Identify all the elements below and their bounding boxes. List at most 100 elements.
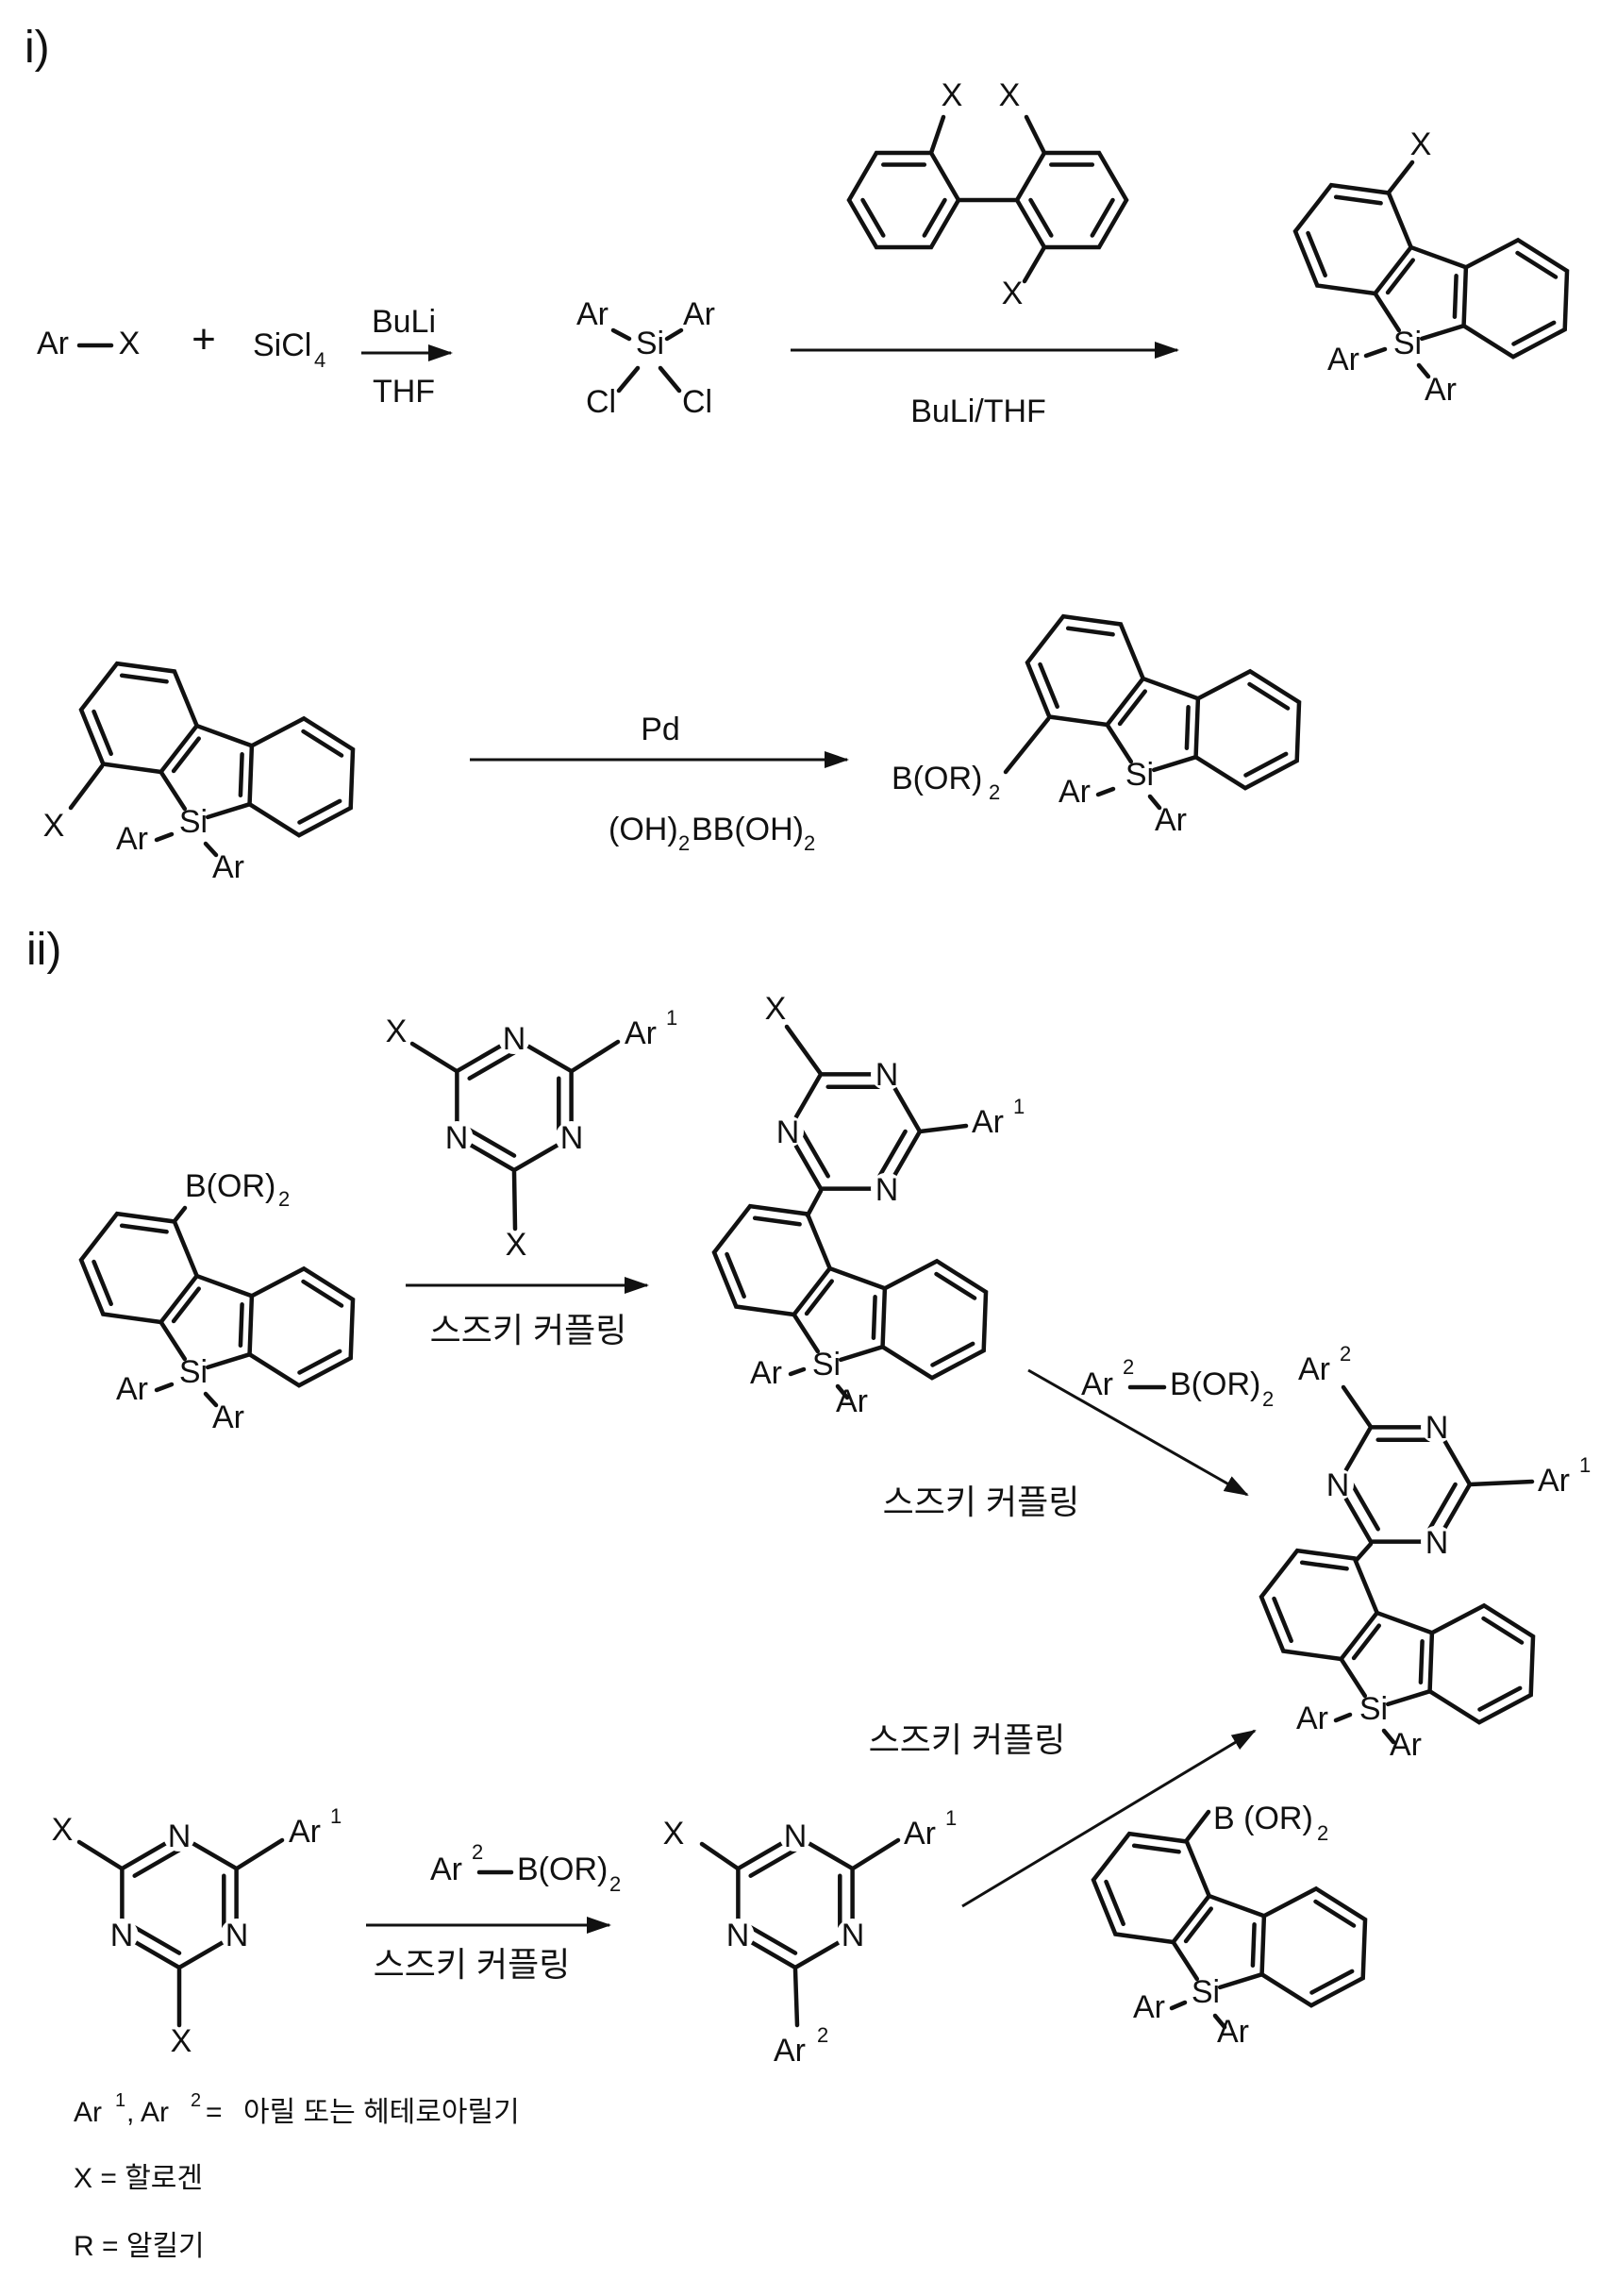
atom-ar: Ar [212,1399,244,1435]
suzuki-label: 스즈키 커플링 [883,1483,1080,1521]
bond [203,1391,219,1408]
boronate-label: B(OR) [185,1168,275,1204]
atom-ar: Ar [37,326,69,361]
atom-n: N [784,1818,808,1854]
bond [610,327,684,394]
atom-cl: Cl [682,384,712,420]
suzuki-label: 스즈키 커플링 [869,1720,1066,1759]
atom-n: N [875,1172,899,1208]
boronate-sub: 2 [1262,1387,1274,1411]
reaction-arrow-suzuki-1: 스즈키 커플링 [406,1277,649,1349]
dibenzosilole-skeleton [1074,1816,1386,2032]
bond [805,1188,824,1218]
arrow-line [1027,1368,1249,1497]
bond [1341,1384,1374,1430]
substituent-ar1-sup: 1 [1013,1095,1025,1118]
substituent-ar1-sup: 1 [945,1806,957,1830]
benzene-ring [846,150,961,250]
atom-x: X [663,1816,685,1852]
reaction-arrow-cyclization: BuLi/THF [791,342,1179,429]
dibenzosilole-boronate-product: B(OR) 2 Ar Si Ar [892,598,1320,838]
atom-n: N [560,1120,584,1156]
bond [1184,1809,1211,1843]
atom-x: X [1002,276,1024,311]
atom-si: Si [1359,1691,1388,1727]
aryl-halide: Ar X [37,326,140,361]
legend-line1-value: 아릴 또는 헤테로아릴기 [243,2097,520,2128]
bond [1333,1712,1353,1723]
atom-ar: Ar [1327,342,1359,377]
atom-x: X [52,1812,74,1848]
atom-n: N [842,1918,865,1953]
bond [928,114,1047,284]
dibenzosilole-x-reactant: X Ar Si Ar [43,645,375,885]
atom-n: N [726,1918,750,1953]
triazine-silole-intermediate: X Ar 1 N N N Ar Si Ar [694,991,1025,1419]
atom-x: X [942,77,963,113]
boronate-ar2-sup: 2 [472,1840,483,1864]
substituent-ar2: Ar [1298,1351,1330,1387]
dibenzosilole-skeleton [1275,167,1588,383]
substituent-ar2-sup: 2 [1340,1342,1351,1366]
legend-line2: X = 할로겐 [74,2163,203,2194]
bond [68,763,105,811]
reaction-arrow-suzuki-3: Ar 2 B(OR) 2 스즈키 커플링 [366,1840,621,1984]
silicon-tetrachloride: SiCl 4 [253,327,325,372]
atom-ar: Ar [1155,802,1187,838]
bond [1212,2013,1227,2030]
atom-x: X [386,1014,408,1049]
suzuki-label: 스즈키 커플링 [374,1945,571,1984]
substituent-ar1-sup: 1 [1579,1453,1591,1477]
section-i-label: i) [25,23,50,73]
condition-below: BuLi/THF [910,394,1046,429]
atom-ar: Ar [683,296,715,332]
bond [1363,346,1388,359]
reaction-arrow-suzuki-4: 스즈키 커플링 [869,1720,1257,1908]
atom-n: N [1425,1525,1449,1561]
substituent-ar1-sup: 1 [666,1006,677,1030]
boronate-label: B(OR) [1170,1366,1260,1402]
atom-n: N [776,1114,800,1150]
atom-si: Si [1393,326,1422,361]
boronate-sub: 2 [1317,1821,1328,1845]
atom-n: N [110,1918,134,1953]
legend-ar: Ar [74,2097,102,2128]
atom-n: N [1425,1410,1449,1446]
boronate-sub: 2 [609,1872,621,1896]
formula-sicl: SiCl [253,327,311,363]
bond [1003,716,1051,775]
bond [850,1837,901,1871]
boronate-ar2: Ar [430,1852,462,1887]
double-bond [860,162,947,238]
boronate-ar2-sup: 2 [1123,1355,1134,1379]
legend-equals: = [206,2097,223,2128]
plus-sign: + [192,316,216,362]
atom-si: Si [812,1347,841,1383]
atom-n: N [445,1120,469,1156]
substituent-ar1-sup: 1 [330,1804,342,1828]
atom-x: X [119,326,141,361]
condition-below: (OH) [608,812,678,847]
atom-x: X [43,808,65,844]
bond [203,841,219,858]
atom-cl: Cl [586,384,616,420]
atom-ar: Ar [1059,774,1091,810]
atom-ar: Ar [750,1355,782,1391]
condition-sub: 2 [804,831,815,855]
triazine-ar2-product: X Ar 1 Ar 2 N N N [663,1806,958,2069]
boronate-sub: 2 [989,780,1000,804]
atom-si: Si [636,326,664,361]
bond [1467,1479,1535,1487]
dibenzosilole-boronate-reactant: B(OR) 2 Ar Si Ar [61,1168,374,1435]
dibenzosilole-skeleton [61,645,374,862]
triazine-silole-final-product: Ar 2 Ar 1 N N N Ar Si Ar [1242,1342,1591,1763]
atom-n: N [168,1818,192,1854]
atom-n: N [1326,1467,1350,1503]
atom-x: X [171,2023,192,2059]
reaction-arrow-buli-thf: BuLi THF [361,304,453,410]
bond [76,1839,125,1871]
atom-ar: Ar [1133,1989,1165,2025]
bond [1386,159,1415,195]
substituent-ar1: Ar [1538,1463,1570,1499]
